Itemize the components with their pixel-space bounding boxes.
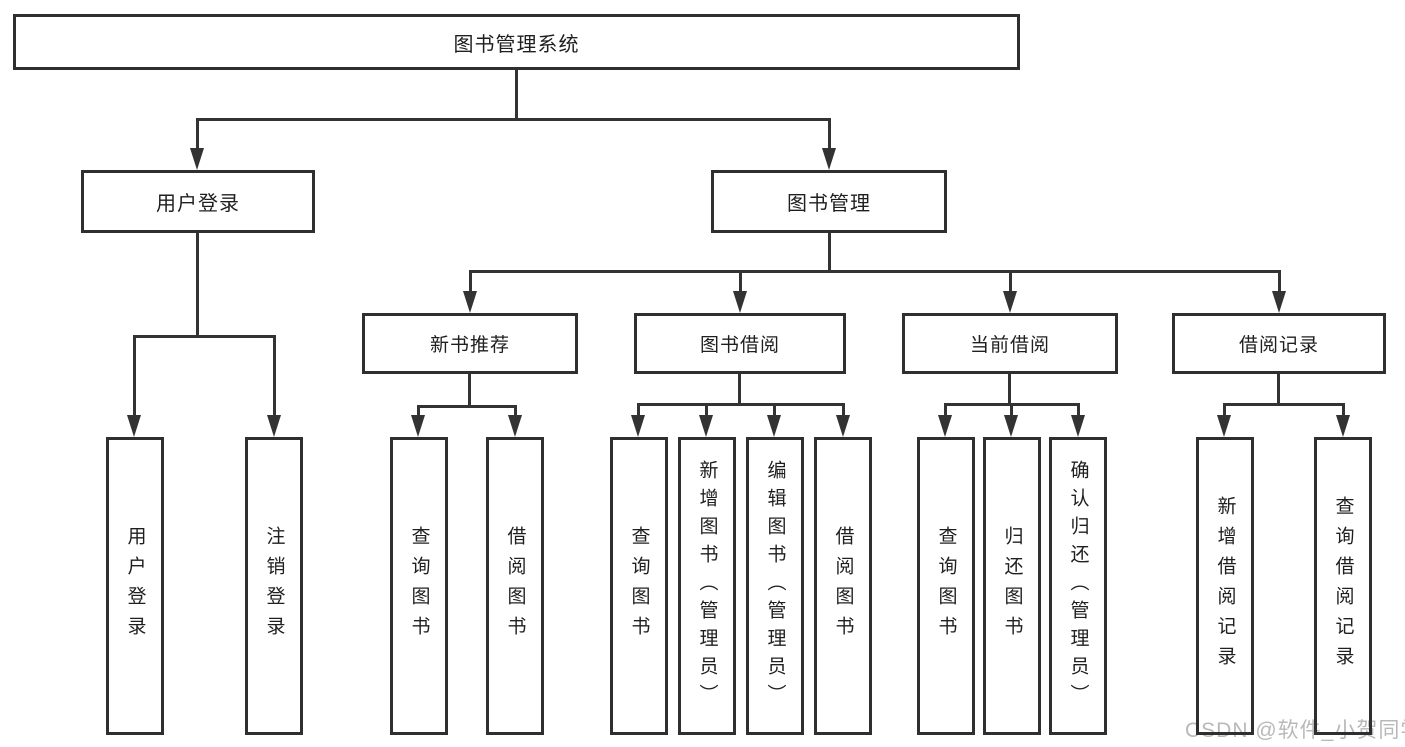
arrow-down-icon xyxy=(836,415,850,437)
leaf-add-borrow-record: 新增借阅记录 xyxy=(1196,437,1254,735)
connector-login-stem xyxy=(196,233,199,337)
node-label: 图书借阅 xyxy=(699,335,780,356)
connector-recommend-stem xyxy=(468,374,471,407)
connector-borrow-bar xyxy=(638,403,845,406)
connector-drop xyxy=(773,403,776,418)
connector-drop xyxy=(944,403,947,418)
node-library-system: 图书管理系统 xyxy=(13,14,1020,70)
connector-drop-book-mgmt xyxy=(828,118,831,150)
node-label: 当前借阅 xyxy=(969,335,1050,356)
arrow-down-icon xyxy=(733,291,747,313)
node-label: 借阅图书 xyxy=(504,526,526,646)
node-label: 查询借阅记录 xyxy=(1332,496,1354,676)
leaf-query-borrow-record: 查询借阅记录 xyxy=(1314,437,1372,735)
arrow-down-icon xyxy=(411,415,425,437)
connector-drop xyxy=(1077,403,1080,418)
node-label: 确认归还（管理员） xyxy=(1067,460,1089,712)
connector-records-stem xyxy=(1277,374,1280,405)
connector-drop xyxy=(1010,403,1013,418)
connector-drop xyxy=(637,403,640,418)
leaf-return-books: 归还图书 xyxy=(983,437,1041,735)
leaf-borrow-books-recommend: 借阅图书 xyxy=(486,437,544,735)
arrow-down-icon xyxy=(1004,415,1018,437)
node-label: 注销登录 xyxy=(263,526,285,646)
connector-drop-login-leaf1 xyxy=(133,335,136,418)
node-book-management: 图书管理 xyxy=(711,170,947,233)
arrow-down-icon xyxy=(1217,415,1231,437)
connector-drop xyxy=(1342,403,1345,418)
arrow-down-icon xyxy=(1272,291,1286,313)
connector-drop xyxy=(705,403,708,418)
node-borrowing-records: 借阅记录 xyxy=(1172,313,1386,374)
node-label: 用户登录 xyxy=(124,526,146,646)
connector-drop xyxy=(417,405,420,418)
arrow-down-icon xyxy=(190,148,204,170)
node-label: 借阅记录 xyxy=(1238,335,1319,356)
leaf-logout: 注销登录 xyxy=(245,437,303,735)
node-user-login: 用户登录 xyxy=(81,170,315,233)
connector-current-stem xyxy=(1008,374,1011,405)
connector-level1-bar xyxy=(196,118,831,121)
node-label: 图书管理系统 xyxy=(453,33,580,56)
connector-drop-user-login xyxy=(196,118,199,150)
connector-drop xyxy=(514,405,517,418)
arrow-down-icon xyxy=(699,415,713,437)
connector-drop xyxy=(1223,403,1226,418)
leaf-query-books-borrow: 查询图书 xyxy=(610,437,668,735)
arrow-down-icon xyxy=(267,415,281,437)
arrow-down-icon xyxy=(508,415,522,437)
node-label: 查询图书 xyxy=(408,526,430,646)
node-label: 归还图书 xyxy=(1001,526,1023,646)
connector-root-stem xyxy=(515,68,518,121)
connector-level2-bar xyxy=(469,270,1281,273)
arrow-down-icon xyxy=(1071,415,1085,437)
arrow-down-icon xyxy=(127,415,141,437)
node-label: 新书推荐 xyxy=(429,335,510,356)
node-book-borrowing: 图书借阅 xyxy=(634,313,846,374)
arrow-down-icon xyxy=(767,415,781,437)
leaf-user-login: 用户登录 xyxy=(106,437,164,735)
arrow-down-icon xyxy=(463,291,477,313)
arrow-down-icon xyxy=(1003,291,1017,313)
node-new-book-recommend: 新书推荐 xyxy=(362,313,578,374)
connector-drop xyxy=(842,403,845,418)
node-label: 借阅图书 xyxy=(832,526,854,646)
node-label: 用户登录 xyxy=(156,193,240,215)
node-label: 查询图书 xyxy=(628,526,650,646)
node-current-borrowing: 当前借阅 xyxy=(902,313,1118,374)
node-label: 新增图书（管理员） xyxy=(696,460,718,712)
leaf-query-books-current: 查询图书 xyxy=(917,437,975,735)
leaf-add-book-admin: 新增图书（管理员） xyxy=(678,437,736,735)
arrow-down-icon xyxy=(938,415,952,437)
connector-drop-records xyxy=(1278,270,1281,293)
arrow-down-icon xyxy=(631,415,645,437)
leaf-confirm-return-admin: 确认归还（管理员） xyxy=(1049,437,1107,735)
leaf-query-books-recommend: 查询图书 xyxy=(390,437,448,735)
connector-mgmt-stem xyxy=(828,233,831,272)
node-label: 编辑图书（管理员） xyxy=(764,460,786,712)
node-label: 新增借阅记录 xyxy=(1214,496,1236,676)
arrow-down-icon xyxy=(822,148,836,170)
connector-drop-recommend xyxy=(469,270,472,293)
watermark: CSDN @软件_小贺同学 xyxy=(1185,719,1405,742)
node-label: 查询图书 xyxy=(935,526,957,646)
connector-drop-borrow xyxy=(739,270,742,293)
connector-drop-current xyxy=(1009,270,1012,293)
connector-login-bar xyxy=(134,335,276,338)
arrow-down-icon xyxy=(1336,415,1350,437)
connector-records-bar xyxy=(1224,403,1345,406)
connector-recommend-bar xyxy=(418,405,517,408)
leaf-edit-book-admin: 编辑图书（管理员） xyxy=(746,437,804,735)
leaf-borrow-books: 借阅图书 xyxy=(814,437,872,735)
connector-drop-login-leaf2 xyxy=(273,335,276,418)
node-label: 图书管理 xyxy=(787,193,871,215)
connector-borrow-stem xyxy=(738,374,741,405)
